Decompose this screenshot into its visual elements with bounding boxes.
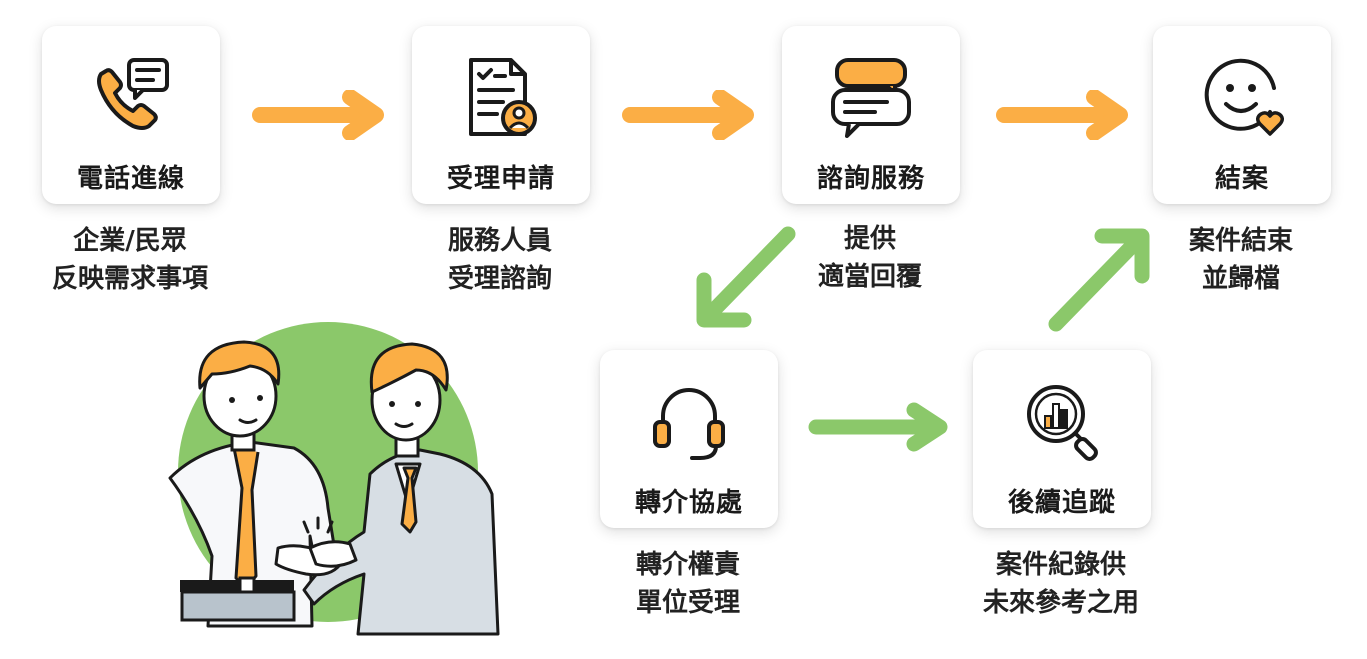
- desc-line: 案件結束: [1188, 226, 1293, 256]
- step-desc-referral: 轉介權責 單位受理: [578, 546, 798, 622]
- phone-chat-icon: [87, 54, 175, 142]
- smile-heart-icon: [1198, 54, 1286, 142]
- step-card-accept: 受理申請: [412, 26, 590, 204]
- step-card-close: 結案: [1153, 26, 1331, 204]
- desc-line: 服務人員: [447, 226, 552, 256]
- step-desc-accept: 服務人員 受理諮詢: [390, 222, 610, 298]
- step-title-accept: 受理申請: [446, 164, 555, 194]
- step-card-followup: 後續追蹤: [973, 350, 1151, 528]
- step-card-call: 電話進線: [42, 26, 220, 204]
- desc-line: 並歸檔: [1201, 264, 1280, 294]
- step-card-referral: 轉介協處: [600, 350, 778, 528]
- handshake-businessmen-illustration: [160, 318, 500, 655]
- desc-line: 提供: [843, 224, 896, 254]
- desc-line: 反映需求事項: [51, 264, 208, 294]
- desc-line: 案件紀錄供: [995, 550, 1126, 580]
- step-desc-close: 案件結束 並歸檔: [1131, 222, 1351, 298]
- chat-bubbles-icon: [827, 54, 915, 142]
- magnifier-chart-icon: [1018, 378, 1106, 466]
- desc-line: 企業/民眾: [73, 226, 187, 256]
- desc-line: 未來參考之用: [982, 588, 1139, 618]
- desc-line: 轉介權責: [635, 550, 740, 580]
- desc-line: 單位受理: [635, 588, 740, 618]
- step-title-call: 電話進線: [76, 164, 185, 194]
- desc-line: 受理諮詢: [447, 264, 552, 294]
- step-title-referral: 轉介協處: [634, 488, 743, 518]
- step-card-consult: 諮詢服務: [782, 26, 960, 204]
- arrow-call-to-accept: [250, 90, 390, 140]
- arrow-consult-to-referral: [688, 222, 804, 334]
- step-desc-consult: 提供 適當回覆: [760, 220, 980, 296]
- arrow-followup-to-close: [1044, 222, 1160, 334]
- document-person-icon: [457, 54, 545, 142]
- step-title-consult: 諮詢服務: [816, 164, 925, 194]
- step-desc-call: 企業/民眾 反映需求事項: [20, 222, 240, 298]
- step-title-close: 結案: [1214, 164, 1269, 194]
- arrow-consult-to-close: [994, 90, 1134, 140]
- step-title-followup: 後續追蹤: [1007, 488, 1116, 518]
- step-desc-followup: 案件紀錄供 未來參考之用: [951, 546, 1171, 622]
- arrow-accept-to-consult: [620, 90, 760, 140]
- headset-icon: [645, 378, 733, 466]
- desc-line: 適當回覆: [817, 262, 922, 292]
- arrow-referral-to-followup: [806, 402, 952, 452]
